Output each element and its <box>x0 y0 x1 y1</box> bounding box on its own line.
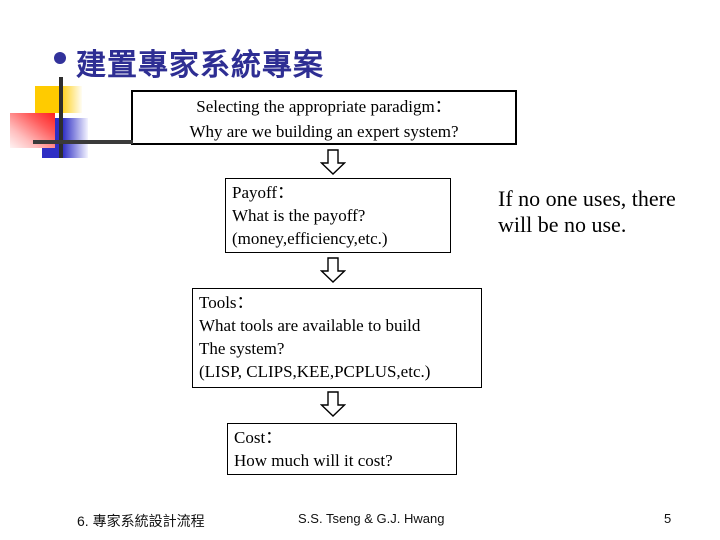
slide-title: 建置專家系統專案 <box>76 49 324 82</box>
side-note-line: If no one uses, there <box>498 186 676 211</box>
title-bullet-icon <box>54 52 66 64</box>
deco-yellow-square <box>35 86 82 113</box>
flow-box-line: (LISP, CLIPS,KEE,PCPLUS,etc.) <box>199 362 431 381</box>
flow-box-line: The system? <box>199 339 285 358</box>
footer-page-number: 5 <box>664 511 672 526</box>
flow-box-line: Payoff： <box>232 183 295 202</box>
flow-box-line: Why are we building an expert system? <box>189 122 459 141</box>
flow-box-line: What tools are available to build <box>199 316 421 335</box>
flow-box-line: (money,efficiency,etc.) <box>232 229 388 248</box>
down-arrow-icon <box>320 257 346 283</box>
flow-box-line: How much will it cost? <box>234 451 393 470</box>
flow-box-line: What is the payoff? <box>232 206 366 225</box>
down-arrow-icon <box>320 149 346 175</box>
deco-vertical-line <box>59 77 63 158</box>
flow-box-paradigm: Selecting the appropriate paradigm： Why … <box>131 90 517 145</box>
side-note: If no one uses, there will be no use. <box>498 186 676 238</box>
footer-authors: S.S. Tseng & G.J. Hwang <box>298 511 445 526</box>
deco-horizontal-line <box>33 140 133 144</box>
flow-box-cost: Cost： How much will it cost? <box>227 423 457 475</box>
flow-box-payoff: Payoff： What is the payoff? (money,effic… <box>225 178 451 253</box>
flow-box-tools: Tools： What tools are available to build… <box>192 288 482 388</box>
flow-box-line: Tools： <box>199 293 254 312</box>
flow-box-line: Cost： <box>234 428 283 447</box>
footer-section-label: 6. 專家系統設計流程 <box>77 513 205 529</box>
down-arrow-icon <box>320 391 346 417</box>
side-note-line: will be no use. <box>498 212 627 237</box>
flow-box-line: Selecting the appropriate paradigm： <box>196 97 452 116</box>
